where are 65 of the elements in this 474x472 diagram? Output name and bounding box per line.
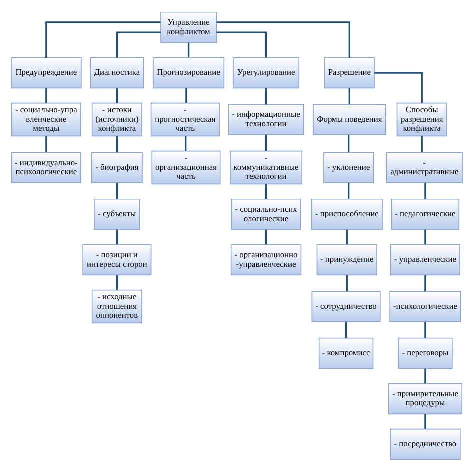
node-box: - приспособление [311,198,383,230]
connector [265,134,268,152]
node-box: - индивидуально-психологические [11,152,82,184]
connector [116,32,161,58]
node-box: - коммуникативные технологии [230,150,302,185]
node-box: - примирительные процедуры [388,383,463,415]
node-box: - позиции и интересы сторон [82,244,152,276]
connector [345,322,348,338]
node-box: Урегулирование [233,57,300,89]
node-box: - социально-управленческие методы [11,102,82,137]
connector [46,22,161,58]
node-box: - информационные технологии [228,104,304,136]
node-box: Разрешение [324,57,375,89]
connector [374,72,423,104]
node-box: - организационно-управленческие [230,244,302,276]
connector [424,183,426,200]
node-box: - переговоры [398,338,453,370]
node-box: - административные [386,152,463,184]
node-box: - биография [92,152,143,184]
connector [216,32,268,58]
node-box: - исходные отношения оппонентов [92,290,142,324]
connector [348,183,350,200]
node-box: - истоки (источники) конфликта [92,102,142,137]
node-box: -психологические [390,291,462,322]
connector [424,275,426,292]
node-box: Способы разрешения конфликта [396,102,448,137]
connector [216,22,350,58]
connector [186,88,188,104]
connector [348,88,350,105]
connector [184,136,187,152]
connector [424,414,426,430]
connector [421,136,423,152]
connector [46,136,48,152]
connector [346,230,348,245]
node-box: Управление конфликтом [160,12,217,44]
connector [265,88,268,105]
connector [46,88,48,104]
connector [116,230,118,245]
connector [188,42,190,58]
node-box: Диагностика [90,57,144,89]
node-box: - компромисс [318,338,374,370]
connector [424,368,426,384]
node-box: - принуждение [316,244,378,276]
node-box: - управленческие [390,244,460,276]
connector [116,88,118,104]
connector [265,184,268,200]
node-box: - сотрудничество [312,291,381,322]
node-box: - прогностическая часть [150,102,220,137]
connector [116,183,118,200]
node-box: - педагогические [391,198,460,230]
connector [424,230,426,245]
node-box: Предупреждение [11,57,82,89]
node-box: - посредничество [390,428,461,460]
node-box: - социально-психологические [231,198,302,230]
node-box: Прогнозирование [152,57,225,89]
node-box: - субъекты [94,198,140,230]
connector [116,275,118,290]
node-box: - уклонение [324,152,374,184]
connector [348,134,350,153]
connector [265,230,268,245]
connector [116,136,118,152]
connector [346,275,348,292]
node-box: Формы поведения [313,104,386,136]
connector [424,322,426,338]
node-box: - организационная часть [152,150,221,185]
